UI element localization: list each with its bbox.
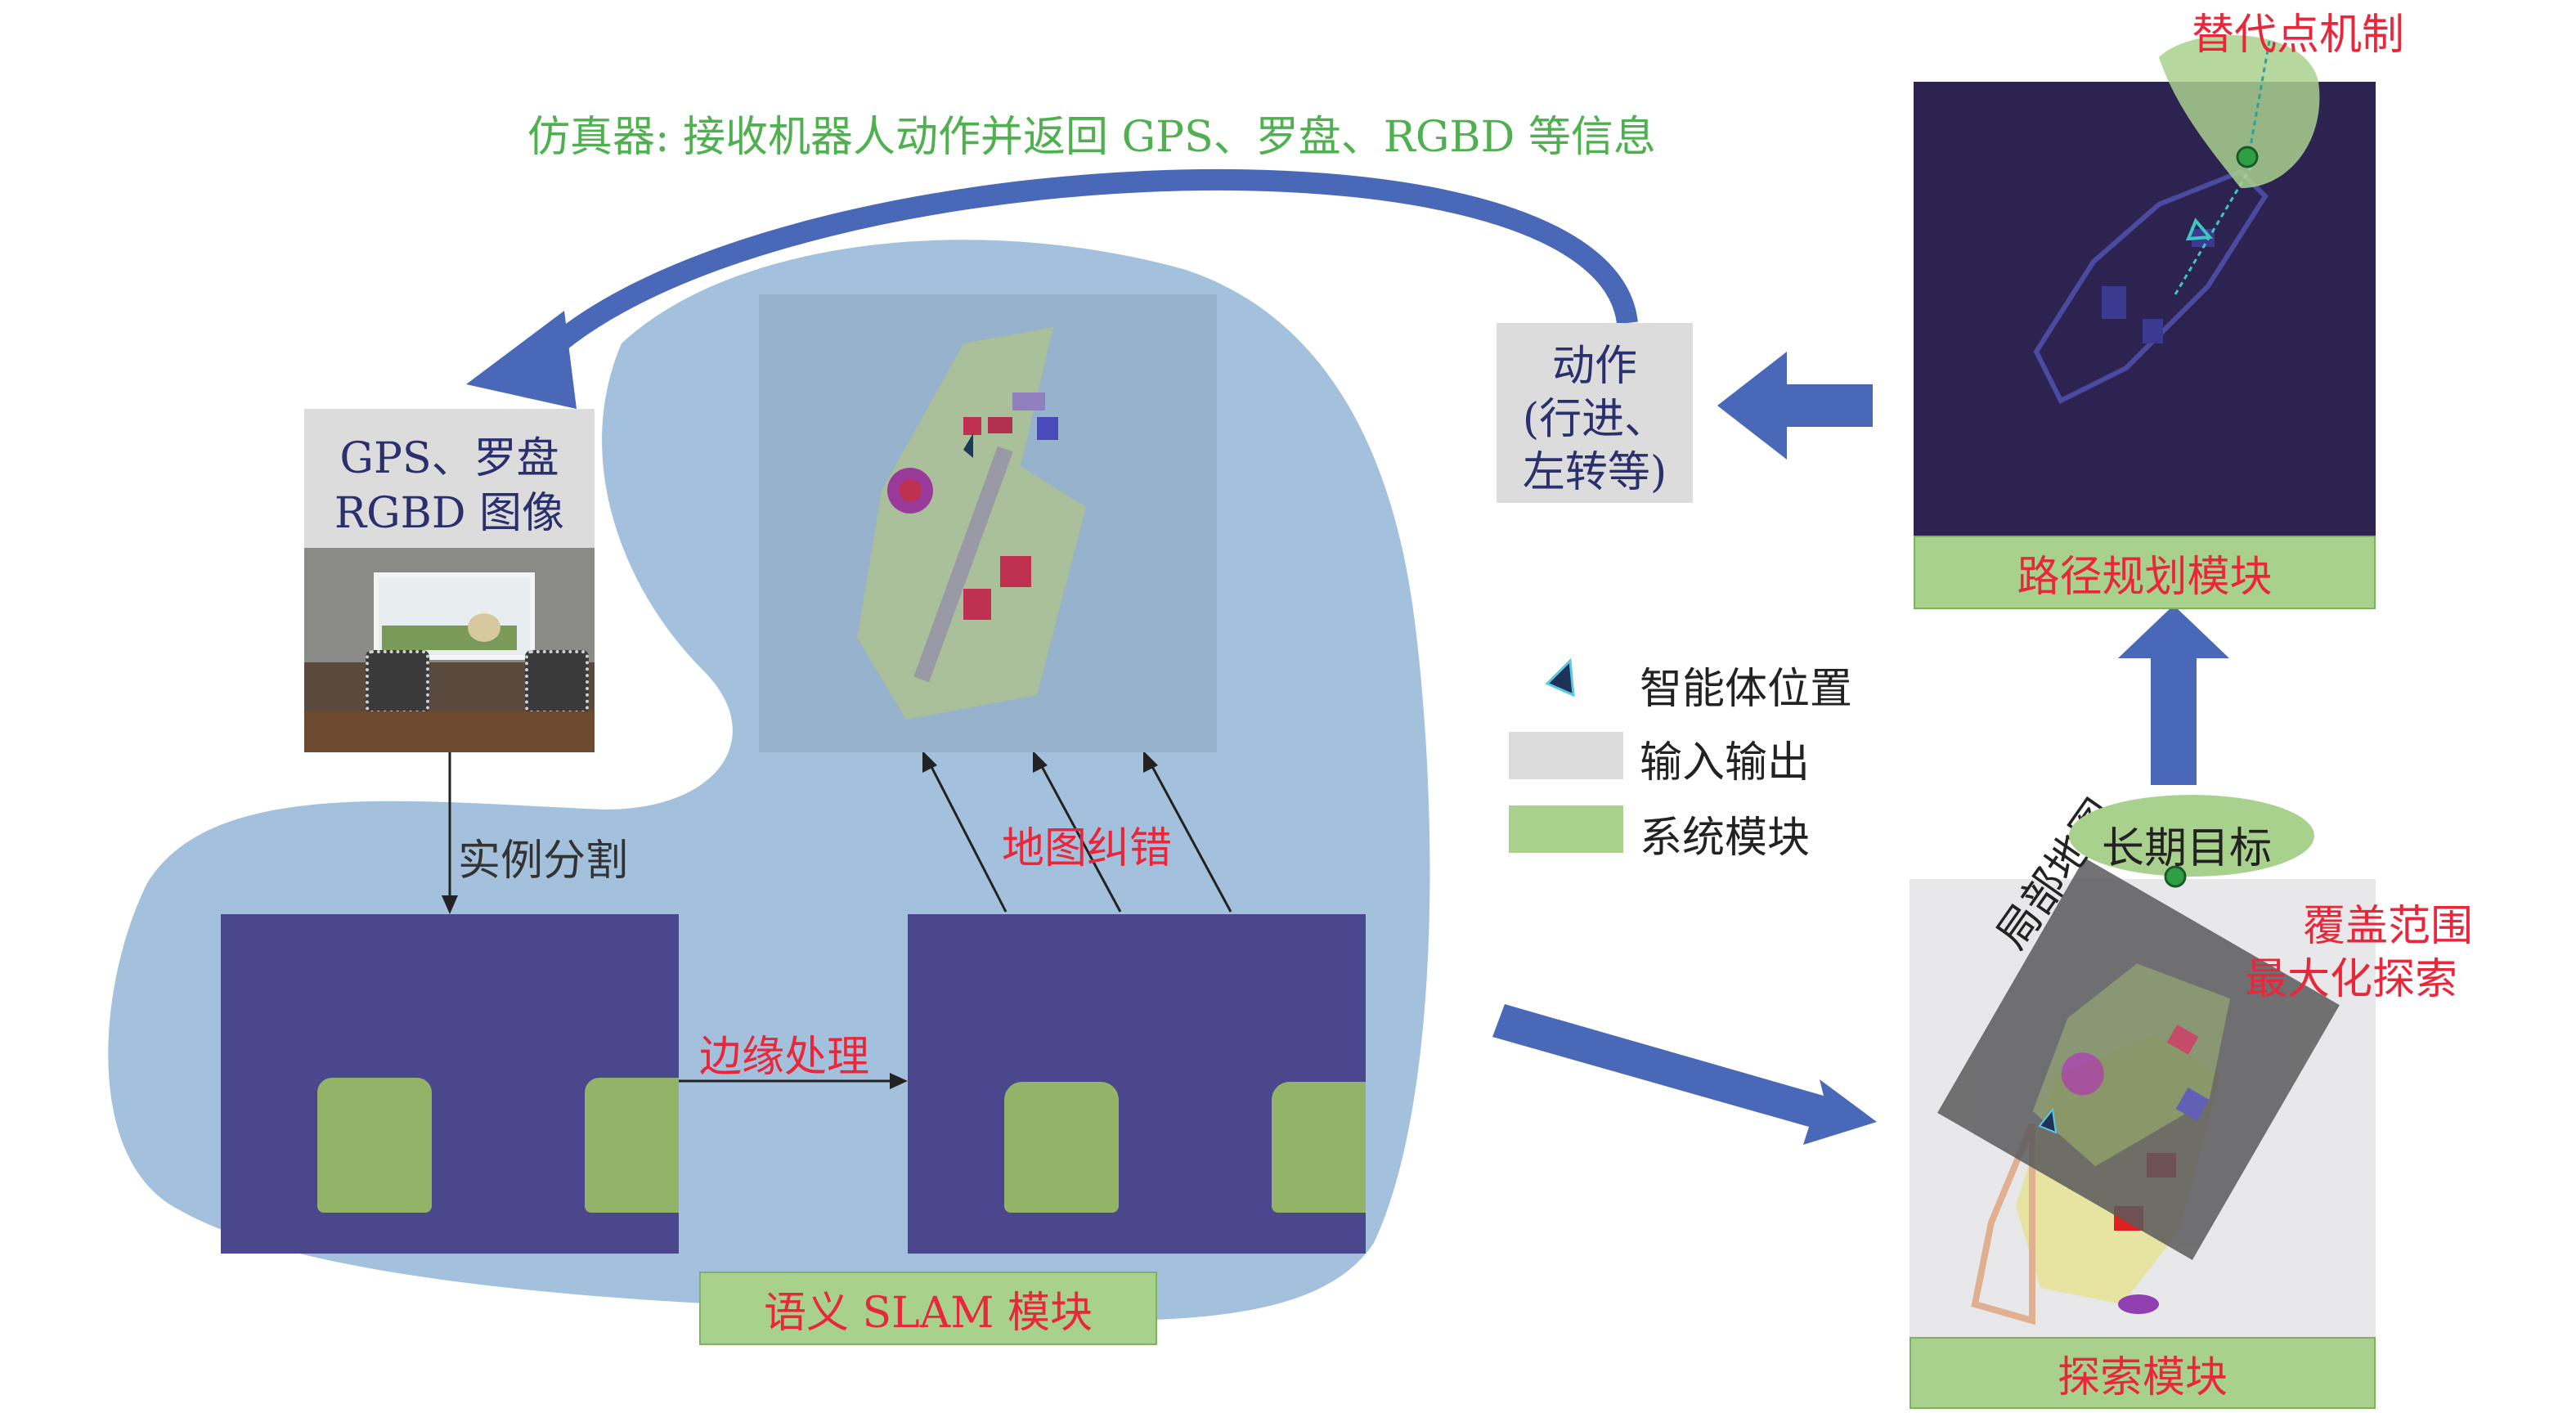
map-wall bbox=[913, 446, 1013, 683]
path-map-walls bbox=[2033, 168, 2269, 405]
semantic-map-drawing bbox=[857, 327, 1086, 720]
gray-swatch bbox=[1509, 732, 1623, 779]
legend-io-label: 输入输出 bbox=[1640, 738, 1811, 787]
local-map-agent-icon bbox=[2036, 1107, 2061, 1136]
correction-arrow-1 bbox=[927, 760, 1008, 913]
seg-chair-right bbox=[585, 1078, 679, 1213]
coverage-line2: 最大化探索 bbox=[2245, 955, 2458, 1004]
map-object-blue bbox=[1037, 417, 1058, 440]
action-line1: 动作 bbox=[1551, 342, 1637, 391]
local-map-obj-blue bbox=[2175, 1088, 2210, 1121]
semantic-map bbox=[759, 294, 1217, 752]
action-box: 动作 (行进、 左转等) bbox=[1497, 323, 1693, 503]
agent-triangle-icon bbox=[2038, 1107, 2058, 1134]
path-map-block-2 bbox=[2143, 319, 2163, 343]
path-map-drawing bbox=[2033, 163, 2269, 405]
armchair-left bbox=[366, 650, 429, 714]
goal-point bbox=[2164, 865, 2187, 888]
local-map-drawing bbox=[2032, 963, 2230, 1167]
exploration-to-planning-arrow-head bbox=[2118, 605, 2229, 658]
waypoint-cone bbox=[2159, 34, 2320, 188]
explore-edge bbox=[1971, 1123, 2035, 1326]
map-object-red-4 bbox=[963, 417, 981, 435]
local-map-obj-purple bbox=[2061, 1052, 2104, 1096]
map-object-red-5 bbox=[963, 589, 991, 620]
armchair-right bbox=[525, 650, 589, 714]
simulator-caption: 仿真器: 接收机器人动作并返回 GPS、罗盘、RGBD 等信息 bbox=[527, 113, 1656, 162]
planning-to-action-arrow-head bbox=[1717, 352, 1787, 460]
edge-arrow-head bbox=[890, 1073, 908, 1089]
local-map bbox=[1937, 858, 2340, 1260]
slam-to-exploration-arrow bbox=[1492, 1004, 1877, 1145]
segmentation-image-refined bbox=[908, 914, 1366, 1254]
input-line1: GPS、罗盘 bbox=[339, 434, 559, 483]
correction-arrow-2 bbox=[1037, 760, 1122, 913]
exploration-to-planning-arrow-body bbox=[2151, 654, 2197, 785]
map-object-red-2 bbox=[1000, 556, 1031, 587]
local-agent-triangle bbox=[2038, 1107, 2058, 1134]
correction-arrow-3-head bbox=[1143, 751, 1158, 773]
correction-arrow-3 bbox=[1147, 760, 1232, 913]
lamp-shade bbox=[468, 613, 500, 642]
map-object-red-3 bbox=[988, 417, 1012, 433]
edge-processing-label: 边缘处理 bbox=[699, 1033, 870, 1082]
input-box: GPS、罗盘 RGBD 图像 bbox=[304, 409, 595, 548]
exploration-module: 探索模块 bbox=[1910, 1337, 2376, 1409]
feedback-arrow-head bbox=[466, 311, 577, 409]
agent-triangle-icon bbox=[963, 433, 973, 458]
path-map-block-1 bbox=[2102, 286, 2126, 319]
instance-segmentation-label: 实例分割 bbox=[458, 837, 629, 886]
waypoint-point bbox=[2236, 146, 2259, 168]
segmentation-arrow-head bbox=[442, 895, 458, 914]
legend-module-label: 系统模块 bbox=[1640, 814, 1811, 863]
green-swatch bbox=[1509, 805, 1623, 853]
seg-chair-left-refined bbox=[1004, 1082, 1119, 1213]
correction-arrow-1-head bbox=[922, 751, 937, 773]
waypoint-mechanism-label: 替代点机制 bbox=[2192, 11, 2405, 60]
map-object-lavender bbox=[1012, 392, 1045, 410]
goal-ellipse bbox=[2069, 795, 2314, 877]
semantic-slam-module-label: 语义 SLAM 模块 bbox=[763, 1288, 1093, 1338]
map-correction-label: 地图纠错 bbox=[1002, 824, 1173, 873]
room-floor bbox=[304, 711, 595, 752]
action-line2: (行进、 bbox=[1522, 395, 1667, 444]
explore-obj-purple bbox=[2118, 1294, 2159, 1314]
exploration-module-label: 探索模块 bbox=[2057, 1352, 2228, 1402]
feedback-arrow-body bbox=[523, 168, 1638, 375]
local-map-obj-red bbox=[2166, 1025, 2199, 1055]
legend-triangle bbox=[1545, 657, 1575, 698]
segmentation-image-raw bbox=[221, 914, 679, 1254]
long-term-goal-label: 长期目标 bbox=[2102, 824, 2273, 873]
local-map-floor bbox=[2032, 963, 2230, 1167]
path-planning-module: 路径规划模块 bbox=[1914, 536, 2376, 609]
correction-arrow-2-head bbox=[1033, 751, 1048, 773]
coverage-line1: 覆盖范围 bbox=[2302, 902, 2473, 951]
rgb-image bbox=[304, 548, 595, 752]
input-line2: RGBD 图像 bbox=[334, 489, 565, 538]
action-line3: 左转等) bbox=[1522, 448, 1667, 497]
map-object-red bbox=[899, 479, 922, 502]
legend-agent-label: 智能体位置 bbox=[1640, 665, 1853, 714]
waypoint-dashed-line bbox=[2247, 40, 2271, 156]
long-term-goal-cone bbox=[2069, 795, 2314, 888]
seg-chair-left bbox=[317, 1078, 432, 1213]
semantic-slam-module: 语义 SLAM 模块 bbox=[699, 1272, 1157, 1345]
waypoint-cone-shape bbox=[2159, 34, 2320, 188]
agent-triangle-icon bbox=[1545, 657, 1575, 698]
seg-chair-right-refined bbox=[1272, 1082, 1366, 1213]
path-planning-module-label: 路径规划模块 bbox=[2017, 552, 2273, 602]
planning-to-action-arrow-body bbox=[1783, 384, 1873, 427]
agent-marker bbox=[2185, 218, 2214, 241]
